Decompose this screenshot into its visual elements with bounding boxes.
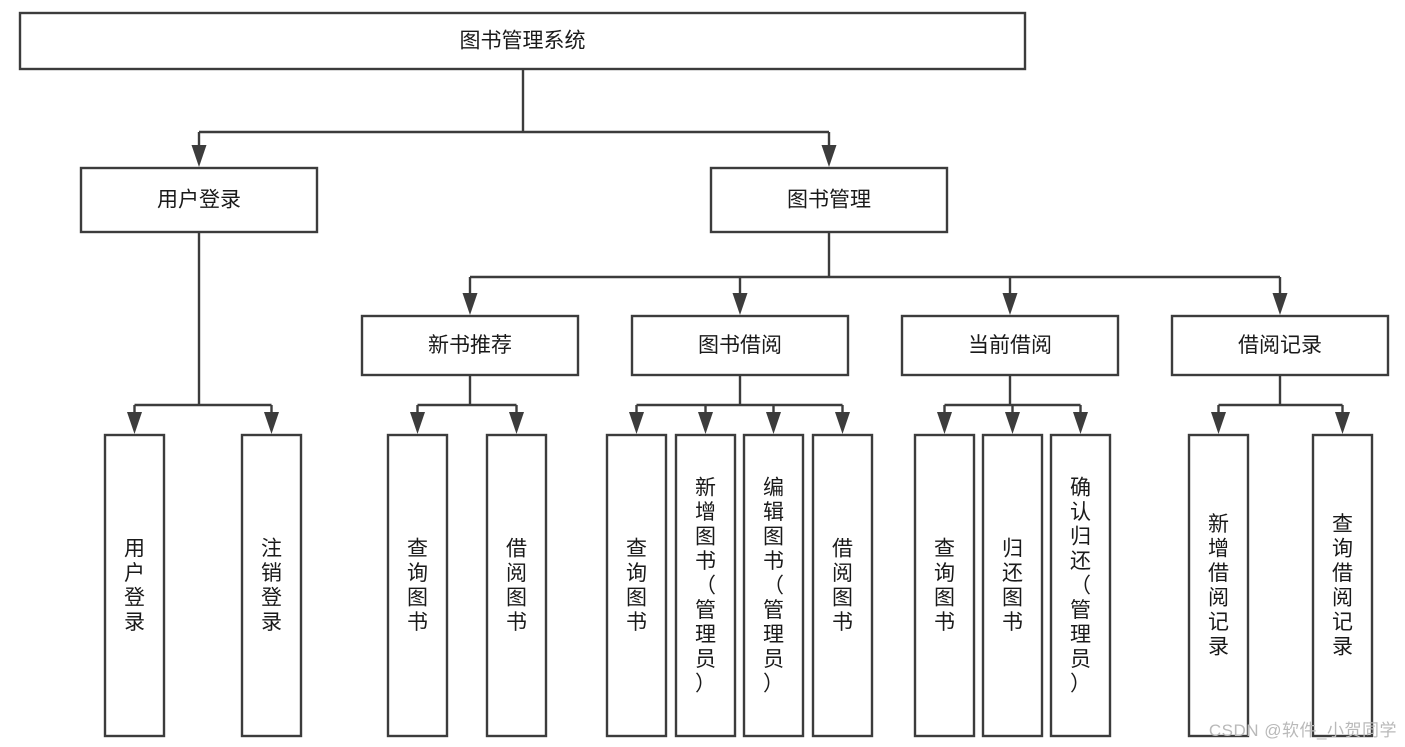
arrow-head-icon (191, 145, 207, 167)
node-user-login[interactable]: 用户登录 (79, 166, 319, 234)
node-new-book-rec[interactable]: 新书推荐 (360, 314, 580, 377)
node-box[interactable] (630, 314, 850, 377)
node-label: 借阅图书 (832, 538, 853, 635)
node-label: 新增借阅记录 (1208, 513, 1229, 659)
node-box[interactable] (742, 433, 805, 738)
connector-group-user-login (127, 232, 279, 434)
arrow-head-icon (1073, 412, 1088, 434)
node-label: 新书推荐 (428, 334, 512, 357)
node-box[interactable] (386, 433, 449, 738)
node-current-borrow[interactable]: 当前借阅 (900, 314, 1120, 377)
node-box[interactable] (240, 433, 303, 738)
node-label: 借阅图书 (506, 538, 527, 635)
node-label: 查询借阅记录 (1332, 513, 1353, 659)
arrow-head-icon (629, 412, 644, 434)
node-leaf-rec-query[interactable]: 查询图书 (386, 433, 449, 738)
node-box[interactable] (605, 433, 668, 738)
arrow-head-icon (1335, 412, 1350, 434)
node-box[interactable] (981, 433, 1044, 738)
node-borrow-record[interactable]: 借阅记录 (1170, 314, 1390, 377)
node-leaf-borrow-do[interactable]: 借阅图书 (811, 433, 874, 738)
arrow-head-icon (1272, 293, 1288, 315)
node-label: 确认归还（管理员） (1070, 476, 1091, 695)
node-box[interactable] (103, 433, 166, 738)
node-book-borrow[interactable]: 图书借阅 (630, 314, 850, 377)
node-leaf-rec-borrow[interactable]: 借阅图书 (485, 433, 548, 738)
node-label: 用户登录 (157, 189, 241, 212)
node-leaf-cur-confirm[interactable]: 确认归还（管理员） (1049, 433, 1112, 738)
node-leaf-rec-add[interactable]: 新增借阅记录 (1187, 433, 1250, 738)
node-label: 编辑图书（管理员） (763, 476, 784, 695)
node-label: 图书管理系统 (460, 30, 586, 53)
node-label: 查询图书 (934, 538, 955, 635)
node-label: 查询图书 (626, 538, 647, 635)
connector-group-current-borrow (937, 375, 1088, 434)
csdn-watermark: CSDN @软件_小贺同学 (1208, 721, 1397, 740)
arrow-head-icon (127, 412, 142, 434)
node-root[interactable]: 图书管理系统 (18, 11, 1027, 71)
node-leaf-user-logout[interactable]: 注销登录 (240, 433, 303, 738)
connector-group-new-book-rec (410, 375, 524, 434)
connector-group-book-manage (462, 232, 1288, 315)
node-box[interactable] (674, 433, 737, 738)
node-box[interactable] (485, 433, 548, 738)
node-leaf-cur-return[interactable]: 归还图书 (981, 433, 1044, 738)
arrow-head-icon (1002, 293, 1018, 315)
arrow-head-icon (835, 412, 850, 434)
node-label: 当前借阅 (968, 334, 1052, 357)
node-box[interactable] (1311, 433, 1374, 738)
node-book-manage[interactable]: 图书管理 (709, 166, 949, 234)
node-leaf-user-login[interactable]: 用户登录 (103, 433, 166, 738)
node-label: 图书借阅 (698, 334, 782, 357)
node-label: 新增图书（管理员） (695, 476, 716, 695)
node-leaf-rec-search[interactable]: 查询借阅记录 (1311, 433, 1374, 738)
connector-layer (127, 69, 1350, 434)
arrow-head-icon (410, 412, 425, 434)
arrow-head-icon (937, 412, 952, 434)
node-label: 注销登录 (261, 538, 282, 635)
node-box[interactable] (811, 433, 874, 738)
node-label: 借阅记录 (1238, 334, 1322, 357)
node-box[interactable] (1187, 433, 1250, 738)
node-box[interactable] (18, 11, 1027, 71)
arrow-head-icon (698, 412, 713, 434)
node-label: 用户登录 (124, 538, 145, 635)
node-leaf-borrow-edit[interactable]: 编辑图书（管理员） (742, 433, 805, 738)
node-box[interactable] (1170, 314, 1390, 377)
arrow-head-icon (732, 293, 748, 315)
node-leaf-borrow-query[interactable]: 查询图书 (605, 433, 668, 738)
node-layer: 图书管理系统用户登录图书管理新书推荐图书借阅当前借阅借阅记录用户登录注销登录查询… (18, 11, 1390, 738)
node-box[interactable] (913, 433, 976, 738)
node-box[interactable] (709, 166, 949, 234)
node-leaf-cur-query[interactable]: 查询图书 (913, 433, 976, 738)
connector-group-book-borrow (629, 375, 850, 434)
node-label: 查询图书 (407, 538, 428, 635)
connector-group-borrow-record (1211, 375, 1350, 434)
node-label: 归还图书 (1002, 538, 1023, 635)
node-leaf-borrow-add[interactable]: 新增图书（管理员） (674, 433, 737, 738)
node-box[interactable] (900, 314, 1120, 377)
node-box[interactable] (79, 166, 319, 234)
node-label: 图书管理 (787, 189, 871, 212)
arrow-head-icon (1211, 412, 1226, 434)
arrow-head-icon (462, 293, 478, 315)
arrow-head-icon (766, 412, 781, 434)
arrow-head-icon (509, 412, 524, 434)
connector-group-root (191, 69, 837, 167)
arrow-head-icon (1005, 412, 1020, 434)
arrow-head-icon (264, 412, 279, 434)
node-box[interactable] (1049, 433, 1112, 738)
arrow-head-icon (821, 145, 837, 167)
node-box[interactable] (360, 314, 580, 377)
